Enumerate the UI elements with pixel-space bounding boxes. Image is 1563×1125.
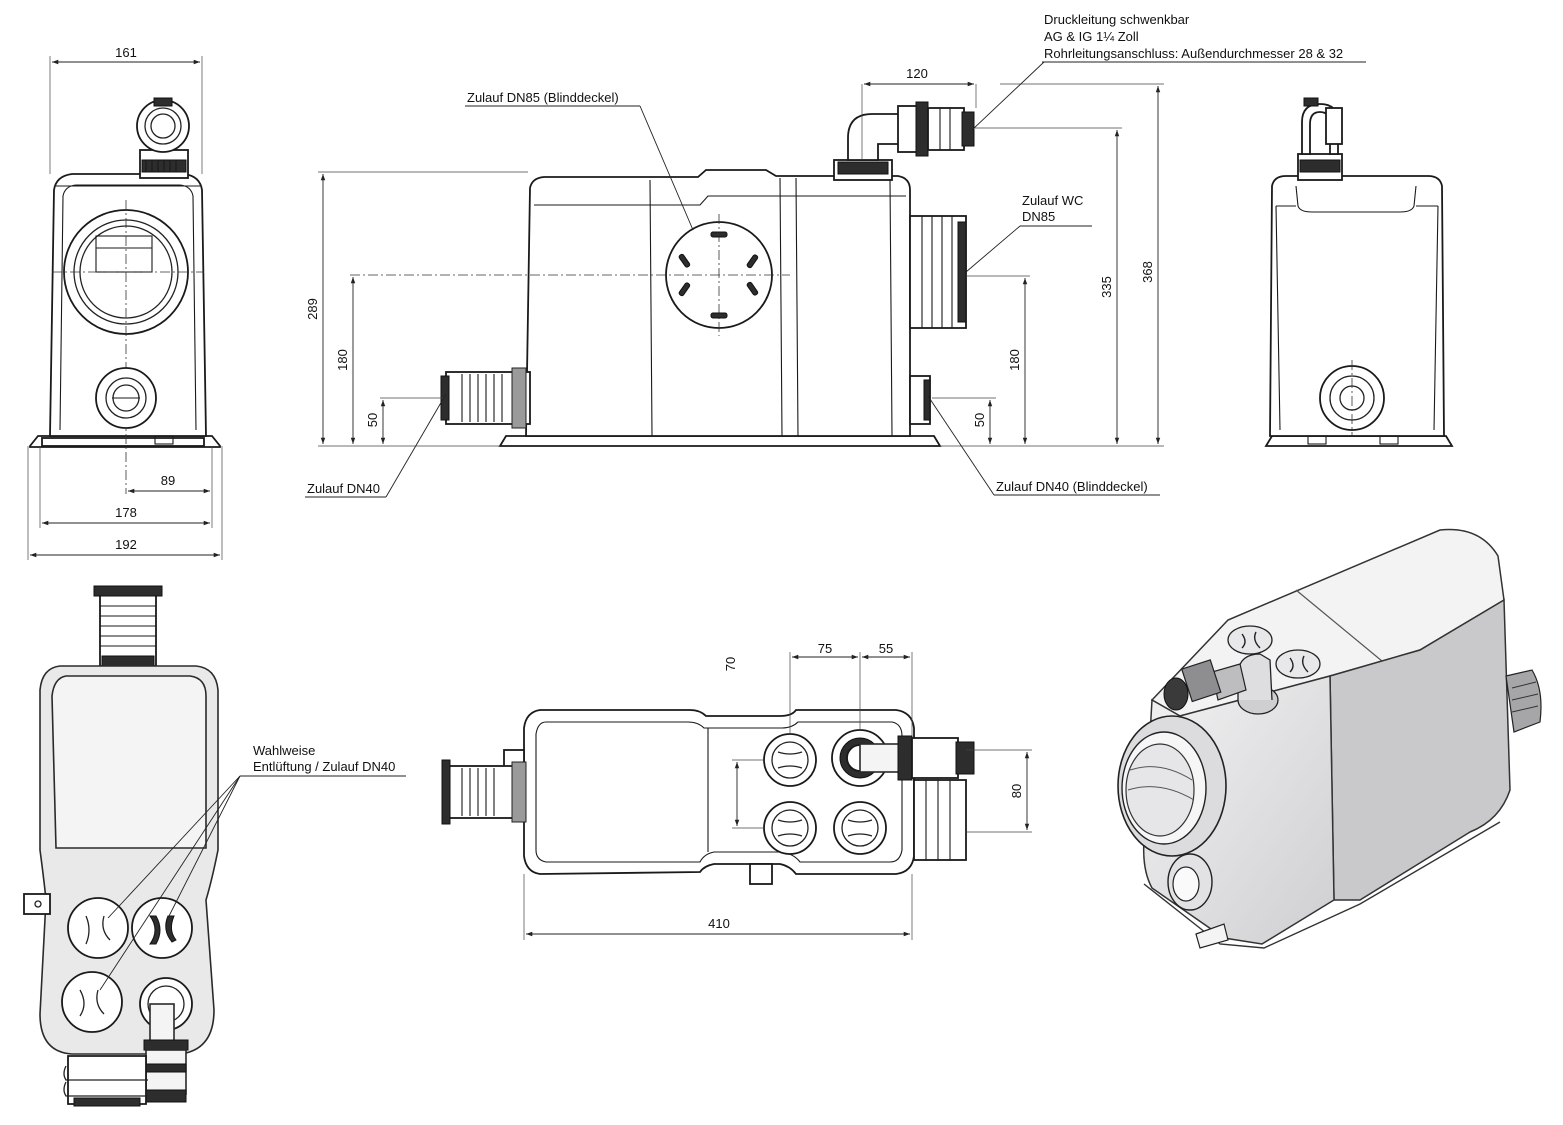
label-wahlweise-1: Wahlweise xyxy=(253,743,315,758)
isometric-view xyxy=(1117,528,1542,949)
dim-side-335: 335 xyxy=(1099,276,1114,298)
dim-plan-410: 410 xyxy=(708,916,730,931)
dim-plan-80: 80 xyxy=(1009,784,1024,798)
side-view-callouts: Druckleitung schwenkbar AG & IG 1¼ Zoll … xyxy=(305,12,1366,498)
label-zulauf-wc-2: DN85 xyxy=(1022,209,1055,224)
label-druckleitung-1: Druckleitung schwenkbar xyxy=(1044,12,1190,27)
dim-side-50-left: 50 xyxy=(365,413,380,427)
dim-front-89: 89 xyxy=(161,473,175,488)
label-zulauf-dn40-blind: Zulauf DN40 (Blinddeckel) xyxy=(996,479,1148,494)
label-zulauf-dn85: Zulauf DN85 (Blinddeckel) xyxy=(467,90,619,105)
dim-side-120: 120 xyxy=(906,66,928,81)
dim-side-289: 289 xyxy=(305,298,320,320)
bottom-view: Wahlweise Entlüftung / Zulauf DN40 xyxy=(23,585,406,1107)
dim-plan-55: 55 xyxy=(879,641,893,656)
dim-side-50-right: 50 xyxy=(972,413,987,427)
label-zulauf-wc-1: Zulauf WC xyxy=(1022,193,1083,208)
dim-side-180-left: 180 xyxy=(335,349,350,371)
back-view xyxy=(1264,97,1454,447)
front-view: 161 89 178 192 xyxy=(27,45,223,560)
label-zulauf-dn40: Zulauf DN40 xyxy=(307,481,380,496)
dim-plan-70: 70 xyxy=(723,657,738,671)
dim-front-192: 192 xyxy=(115,537,137,552)
label-druckleitung-3: Rohrleitungsanschluss: Außendurchmesser … xyxy=(1044,46,1343,61)
plan-view: 75 55 70 80 410 xyxy=(441,641,1032,940)
dim-front-178: 178 xyxy=(115,505,137,520)
dim-side-180-right: 180 xyxy=(1007,349,1022,371)
label-wahlweise-2: Entlüftung / Zulauf DN40 xyxy=(253,759,395,774)
side-view: 289 180 50 50 180 335 368 120 xyxy=(305,66,1164,447)
label-druckleitung-2: AG & IG 1¼ Zoll xyxy=(1044,29,1139,44)
dim-front-161: 161 xyxy=(115,45,137,60)
dim-plan-75: 75 xyxy=(818,641,832,656)
dim-side-368: 368 xyxy=(1140,261,1155,283)
